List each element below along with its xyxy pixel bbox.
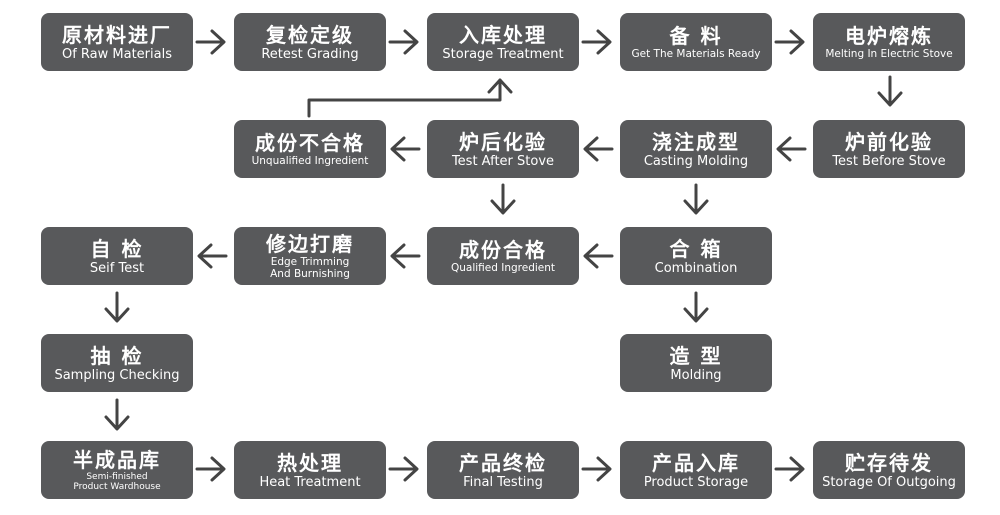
step-label-en: Heat Treatment: [259, 474, 361, 490]
step-label-zh: 合 箱: [669, 236, 723, 261]
step-storage-of-outgoing: 贮存待发 Storage Of Outgoing: [813, 441, 965, 499]
step-label-zh: 浇注成型: [652, 129, 740, 154]
step-label-en: Unqualified Ingredient: [251, 155, 369, 167]
step-label-en: Molding: [670, 367, 722, 383]
step-sampling-checking: 抽 检 Sampling Checking: [41, 334, 193, 392]
step-label-zh: 备 料: [669, 24, 723, 48]
step-label-en: Storage Of Outgoing: [822, 474, 956, 490]
step-label-en: Final Testing: [463, 474, 543, 490]
step-product-storage: 产品入库 Product Storage: [620, 441, 772, 499]
step-label-zh: 修边打磨: [266, 232, 354, 256]
arrow-right: [774, 29, 805, 55]
step-label-en: Semi-finished: [86, 472, 148, 482]
step-molding: 造 型 Molding: [620, 334, 772, 392]
step-label-en: Seif Test: [89, 260, 145, 276]
step-self-test: 自 检 Seif Test: [41, 227, 193, 285]
step-qualified-ingredient: 成份合格 Qualified Ingredient: [427, 227, 579, 285]
step-label-zh: 炉后化验: [459, 129, 547, 154]
arrow-left: [583, 136, 614, 162]
arrow-right: [388, 456, 419, 482]
step-label-en: Of Raw Materials: [61, 46, 172, 62]
step-label-en: Qualified Ingredient: [450, 262, 556, 274]
step-label-zh: 入库处理: [459, 22, 547, 47]
step-combination: 合 箱 Combination: [620, 227, 772, 285]
step-label-en: And Burnishing: [270, 268, 350, 280]
arrow-right: [581, 456, 612, 482]
step-label-zh: 热处理: [277, 450, 343, 475]
step-get-materials-ready: 备 料 Get The Materials Ready: [620, 13, 772, 71]
step-label-en: Edge Trimming: [270, 256, 350, 268]
arrow-right: [581, 29, 612, 55]
arrow-down: [877, 75, 903, 107]
step-melting: 电炉熔炼 Melting In Electric Stove: [813, 13, 965, 71]
step-label-en: Casting Molding: [643, 153, 749, 169]
step-label-zh: 电炉熔炼: [845, 24, 933, 48]
arrow-down: [683, 183, 709, 215]
step-label-zh: 成份合格: [459, 238, 547, 262]
step-label-zh: 贮存待发: [845, 450, 933, 475]
step-label-en: Retest Grading: [261, 46, 359, 62]
step-label-zh: 自 检: [90, 236, 144, 261]
arrow-right: [388, 29, 419, 55]
step-label-zh: 产品入库: [652, 450, 740, 475]
step-label-zh: 半成品库: [73, 448, 161, 472]
step-label-en: Sampling Checking: [54, 367, 180, 383]
step-label-zh: 抽 检: [90, 343, 144, 368]
step-label-en: Test Before Stove: [832, 153, 946, 169]
arrow-left: [390, 243, 421, 269]
arrow-right: [195, 29, 226, 55]
step-raw-materials: 原材料进厂 Of Raw Materials: [41, 13, 193, 71]
step-label-en: Storage Treatment: [442, 46, 564, 62]
step-storage-treatment: 入库处理 Storage Treatment: [427, 13, 579, 71]
arrow-right: [774, 456, 805, 482]
arrow-left: [197, 243, 228, 269]
step-unqualified-ingredient: 成份不合格 Unqualified Ingredient: [234, 120, 386, 178]
arrow-loop-back: [307, 78, 513, 118]
step-label-zh: 原材料进厂: [62, 22, 172, 47]
step-heat-treatment: 热处理 Heat Treatment: [234, 441, 386, 499]
arrow-left: [390, 136, 421, 162]
arrow-left: [776, 136, 807, 162]
arrow-left: [583, 243, 614, 269]
step-label-zh: 成份不合格: [255, 131, 365, 155]
step-test-before-stove: 炉前化验 Test Before Stove: [813, 120, 965, 178]
step-label-zh: 复检定级: [266, 22, 354, 47]
step-label-zh: 造 型: [669, 343, 723, 368]
arrow-down: [104, 398, 130, 431]
step-retest-grading: 复检定级 Retest Grading: [234, 13, 386, 71]
step-label-en: Test After Stove: [451, 153, 555, 169]
arrow-right: [195, 456, 226, 482]
step-semi-finished-warehouse: 半成品库 Semi-finished Product Wardhouse: [41, 441, 193, 499]
step-label-en: Product Wardhouse: [73, 482, 161, 492]
step-test-after-stove: 炉后化验 Test After Stove: [427, 120, 579, 178]
step-label-zh: 产品终检: [459, 450, 547, 475]
step-label-en: Melting In Electric Stove: [825, 48, 953, 60]
step-edge-trimming: 修边打磨 Edge Trimming And Burnishing: [234, 227, 386, 285]
step-label-en: Combination: [654, 260, 738, 276]
arrow-down: [490, 183, 516, 215]
step-label-en: Product Storage: [643, 474, 749, 490]
step-casting-molding: 浇注成型 Casting Molding: [620, 120, 772, 178]
step-label-zh: 炉前化验: [845, 129, 933, 154]
step-label-en: Get The Materials Ready: [631, 48, 761, 60]
arrow-down: [683, 291, 709, 323]
step-final-testing: 产品终检 Final Testing: [427, 441, 579, 499]
arrow-down: [104, 291, 130, 323]
